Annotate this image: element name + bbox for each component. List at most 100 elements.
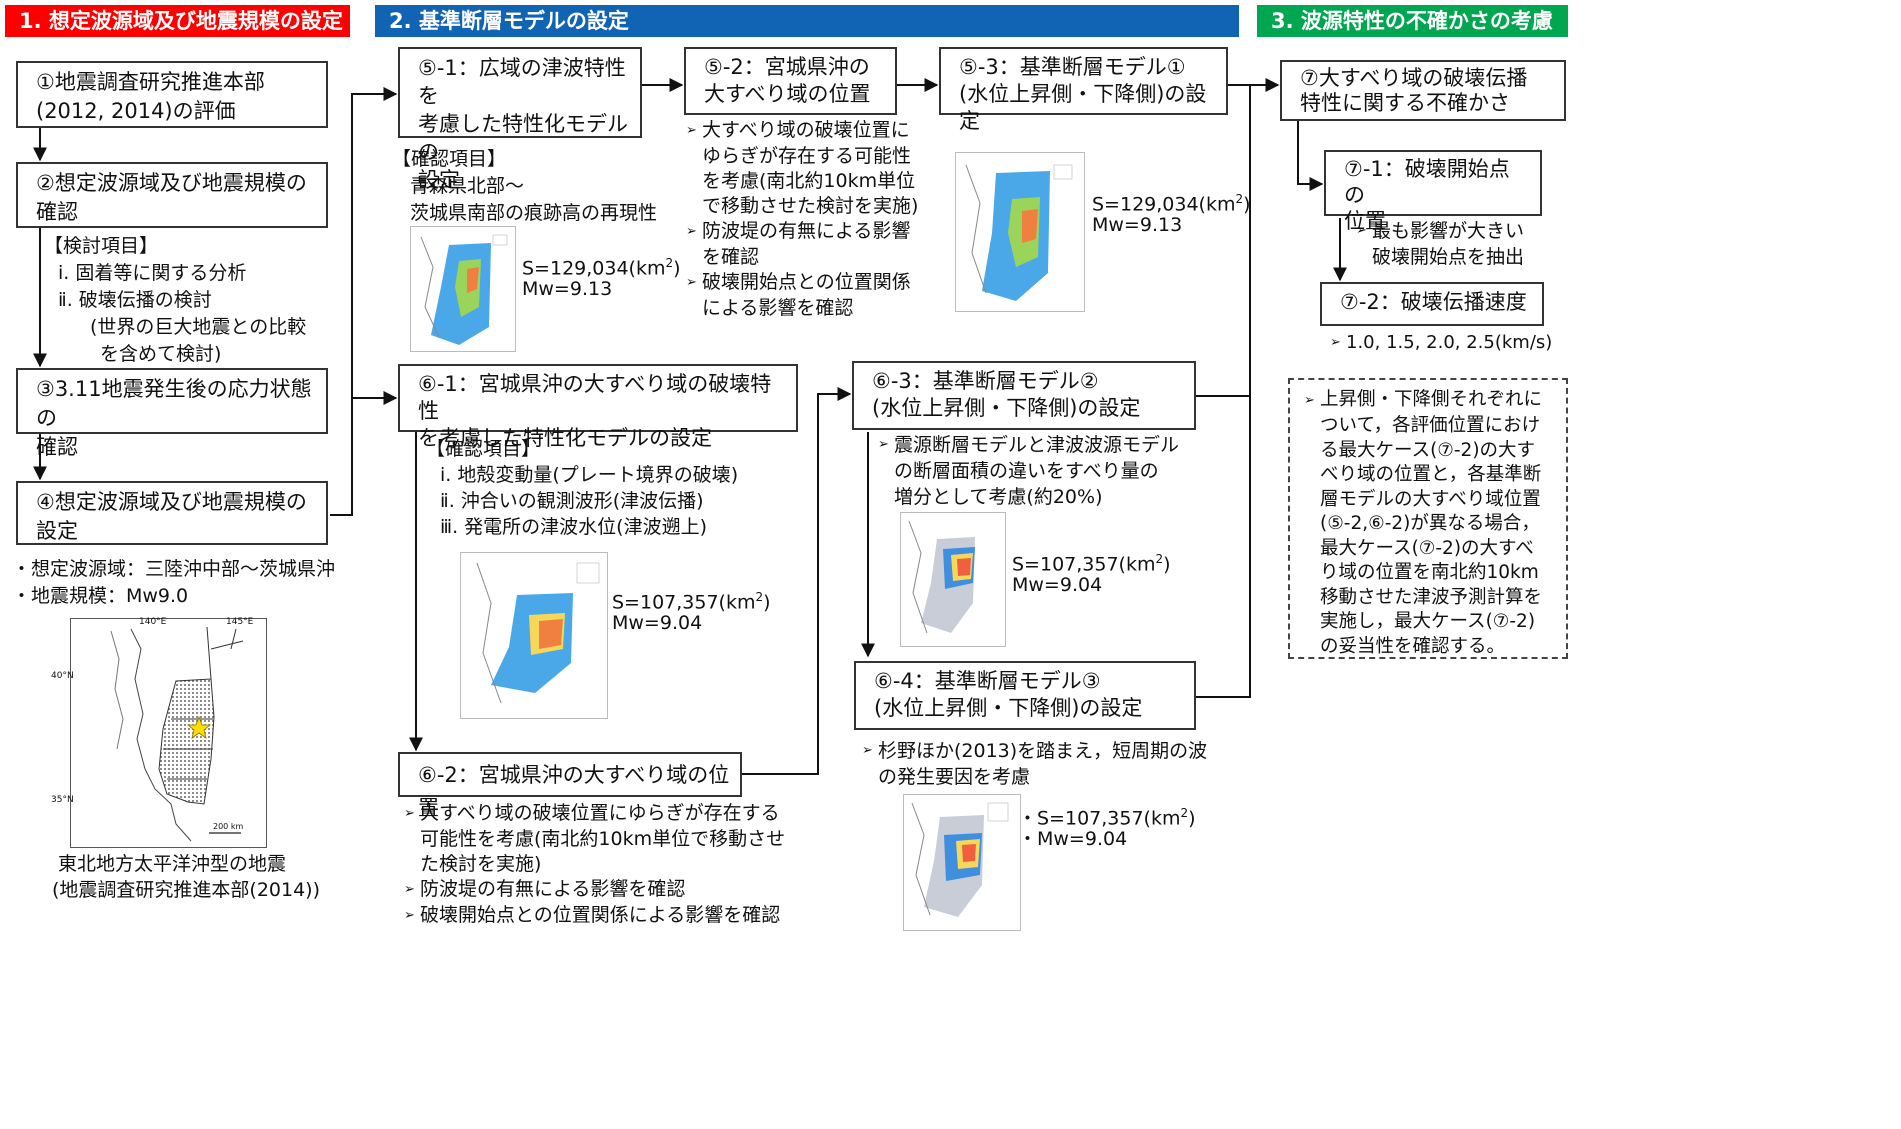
bullet-arrow-icon: ➢ <box>686 275 697 290</box>
bullet-arrow-icon: ➢ <box>404 882 415 897</box>
sup-2: 2 <box>1235 192 1244 206</box>
step5-3-mw: Mw=9.13 <box>1092 214 1183 236</box>
step2-check-items: 【検討項目】 ⅰ. 固着等に関する分析 ⅱ. 破壊伝播の検討 (世界の巨大地震と… <box>44 233 306 368</box>
step6-1-area-value: S=107,357(km <box>612 591 756 614</box>
header-step3-label: 3. 波源特性の不確かさの考慮 <box>1271 9 1553 33</box>
map-caption-line2: (地震調査研究推進本部(2014)) <box>52 879 321 901</box>
bullet-arrow-icon: ➢ <box>1356 223 1367 238</box>
sup-2: 2 <box>1180 806 1189 820</box>
step5-2-bullet3-l2: による影響を確認 <box>702 297 854 319</box>
step7-1-bullet-l1: 最も影響が大きい <box>1372 220 1525 242</box>
note-box <box>1288 378 1568 659</box>
check-item-2-note2: を含めて検討) <box>100 343 222 365</box>
close-paren: ) <box>1243 193 1251 216</box>
note-text: ➢上昇側・下降側それぞれに ついて，各評価位置におけ る最大ケース(⑦-2)の大… <box>1304 388 1564 659</box>
step6-3-bullet1-l3: 増分として考慮(約20%) <box>894 486 1103 508</box>
step7-2-bullet: 1.0, 1.5, 2.0, 2.5(km/s) <box>1346 332 1553 353</box>
note-line7: 最大ケース(⑦-2)の大すべ <box>1320 537 1534 559</box>
setting-source-area: ・想定波源域：三陸沖中部～茨城県沖 <box>12 558 336 580</box>
sup-2: 2 <box>665 256 674 270</box>
note-line9: 移動させた津波予測計算を <box>1320 586 1543 608</box>
step7-line1: ⑦大すべり域の破壊伝播 <box>1300 66 1528 90</box>
step6-2-bullet1-l3: た検討を実施) <box>420 853 542 875</box>
note-line4: べり域の位置と，各基準断 <box>1320 464 1542 485</box>
step6-1-check-items: 【確認項目】 ⅰ. 地殻変動量(プレート境界の破壊) ⅱ. 沖合いの観測波形(津… <box>426 436 738 540</box>
step6-3-bullets: ➢ 震源断層モデルと津波波源モデル の断層面積の違いをすべり量の 増分として考慮(… <box>878 432 1198 510</box>
step5-1-check-1: 青森県北部～ <box>410 175 525 197</box>
step6-3-bullet1-l2: の断層面積の違いをすべり量の <box>894 460 1159 482</box>
note-line2: ついて，各評価位置におけ <box>1320 415 1541 436</box>
step5-1-line1: ⑤-1：広域の津波特性を <box>418 56 626 108</box>
source-region-map: 140°E 145°E 40°N 35°N 200 km <box>51 617 267 848</box>
step4-line1: ④想定波源域及び地震規模の <box>36 490 307 514</box>
map-lat-35: 35°N <box>51 795 74 805</box>
step6-3-mw: Mw=9.04 <box>1012 574 1103 596</box>
step5-3-line1: ⑤-3：基準断層モデル① <box>959 55 1186 79</box>
step5-1-line2: 考慮した特性化モデルの <box>418 112 628 164</box>
step7-2-box: ⑦-2：破壊伝播速度 <box>1320 282 1544 326</box>
close-paren: ) <box>1163 553 1171 576</box>
map-caption-line1: 東北地方太平洋沖型の地震 <box>57 853 286 875</box>
map-lat-40: 40°N <box>51 671 74 681</box>
header-step3: 3. 波源特性の不確かさの考慮 <box>1257 5 1568 37</box>
step5-2-bullet1-l2: ゆらぎが存在する可能性 <box>702 145 912 167</box>
note-line11: の妥当性を確認する。 <box>1320 635 1506 657</box>
step5-2-bullets: ➢大すべり域の破壊位置に ゆらぎが存在する可能性 を考慮(南北約10km単位 で… <box>686 118 936 321</box>
close-paren: ) <box>1188 807 1196 830</box>
step6-1-area: S=107,357(km2) <box>612 584 771 615</box>
step7-1-box: ⑦-1：破壊開始点の 位置 <box>1324 150 1542 233</box>
note-line6: (⑤-2,⑥-2)が異なる場合， <box>1320 513 1540 534</box>
bullet-arrow-icon: ➢ <box>862 743 873 758</box>
bullet-arrow-icon: ➢ <box>686 224 697 239</box>
step5-3-box: ⑤-3：基準断層モデル① (水位上昇側・下降側)の設定 <box>939 47 1228 133</box>
step6-3-fault-model-figure <box>900 512 1006 647</box>
epicenter-star-icon <box>186 715 212 739</box>
note-line8: り域の位置を南北約10km <box>1320 562 1539 583</box>
map-lon-145: 145°E <box>226 617 254 627</box>
check-item-1: ⅰ. 固着等に関する分析 <box>58 262 247 284</box>
bullet-arrow-icon: ➢ <box>404 908 415 923</box>
step6-4-line1: ⑥-4：基準断層モデル③ <box>874 669 1101 693</box>
note-line1: 上昇側・下降側それぞれに <box>1320 389 1543 410</box>
step6-1-check-1: ⅰ. 地殻変動量(プレート境界の破壊) <box>440 464 739 486</box>
step5-2-line1: ⑤-2：宮城県沖の <box>704 55 870 79</box>
step6-3-area-value: S=107,357(km <box>1012 553 1156 576</box>
step6-1-check-2: ⅱ. 沖合いの観測波形(津波伝播) <box>440 490 704 512</box>
note-line10: 実施し，最大ケース(⑦-2) <box>1320 611 1536 632</box>
step5-1-fault-model-figure <box>410 226 516 352</box>
sup-2: 2 <box>1155 552 1164 566</box>
note-line5: 層モデルの大すべり域位置 <box>1320 488 1541 510</box>
header-step1-label: 1. 想定波源域及び地震規模の設定 <box>19 9 343 33</box>
step5-2-bullet1-l3: を考慮(南北約10km単位 <box>702 170 916 192</box>
bullet-arrow-icon: ➢ <box>686 123 697 138</box>
step6-2-bullet2: 防波堤の有無による影響を確認 <box>420 878 686 900</box>
step2-line1: ②想定波源域及び地震規模の <box>36 171 307 195</box>
step6-1-mw: Mw=9.04 <box>612 612 703 634</box>
step7-2-bullets: ➢1.0, 1.5, 2.0, 2.5(km/s) <box>1330 330 1560 356</box>
step6-1-check-3: ⅲ. 発電所の津波水位(津波遡上) <box>440 516 708 538</box>
step5-2-box: ⑤-2：宮城県沖の 大すべり域の位置 <box>684 47 897 115</box>
step1-line2: (2012, 2014)の評価 <box>36 99 236 123</box>
header-step2: 2. 基準断層モデルの設定 <box>375 5 1239 37</box>
step5-1-box: ⑤-1：広域の津波特性を 考慮した特性化モデルの 設定 <box>398 47 642 192</box>
step6-3-bullet1-l1: 震源断層モデルと津波波源モデル <box>894 434 1180 456</box>
step5-2-bullet1-l4: で移動させた検討を実施) <box>702 195 919 217</box>
check-item-2: ⅱ. 破壊伝播の検討 <box>58 289 212 311</box>
step3-box: ③3.11地震発生後の応力状態の 確認 <box>16 368 328 459</box>
step2-box: ②想定波源域及び地震規模の 確認 <box>16 162 328 228</box>
step5-3-area: S=129,034(km2) <box>1092 186 1251 217</box>
close-paren: ) <box>673 257 681 280</box>
step7-2-line1: ⑦-2：破壊伝播速度 <box>1340 290 1527 314</box>
step6-1-box: ⑥-1：宮城県沖の大すべり域の破壊特性 を考慮した特性化モデルの設定 <box>398 364 798 450</box>
bullet-arrow-icon: ➢ <box>878 437 889 452</box>
step7-line2: 特性に関する不確かさ <box>1300 91 1510 115</box>
map-lon-140: 140°E <box>139 617 167 627</box>
step6-3-box: ⑥-3：基準断層モデル② (水位上昇側・下降側)の設定 <box>852 361 1196 430</box>
step6-2-bullet3: 破壊開始点との位置関係による影響を確認 <box>420 904 781 926</box>
step7-1-line1: ⑦-1：破壊開始点の <box>1344 157 1510 207</box>
step1-box: ①地震調査研究推進本部 (2012, 2014)の評価 <box>16 61 328 128</box>
step6-1-fault-model-figure <box>460 552 608 719</box>
header-step2-label: 2. 基準断層モデルの設定 <box>389 9 629 33</box>
step3-line1: ③3.11地震発生後の応力状態の <box>36 377 312 430</box>
step5-3-fault-model-figure <box>955 152 1085 312</box>
